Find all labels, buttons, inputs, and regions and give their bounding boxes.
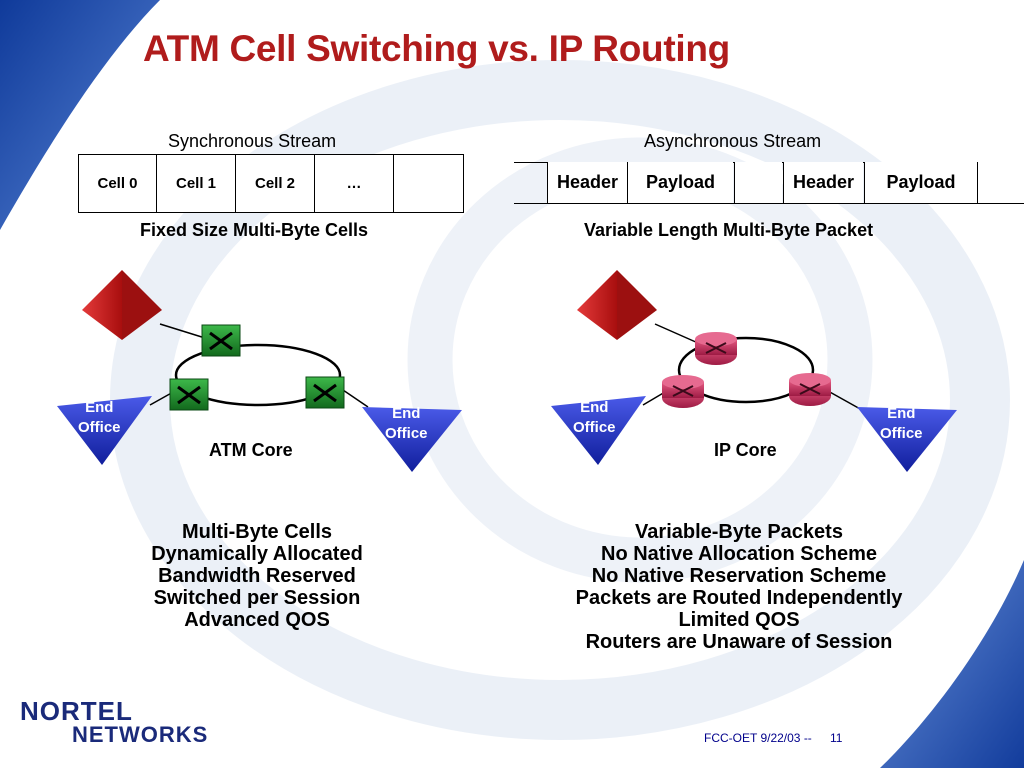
end-office-label: End Office: [573, 398, 616, 438]
atm-switch-icon: [201, 324, 241, 357]
packet-payload-2: Payload: [865, 162, 977, 203]
packet-divider: [627, 162, 628, 203]
atm-core-label: ATM Core: [209, 440, 293, 460]
packet-gap: [735, 162, 782, 203]
list-item: Variable-Byte Packets: [635, 521, 843, 543]
list-item: Routers are Unaware of Session: [585, 631, 893, 653]
list-item: Limited QOS: [678, 609, 800, 631]
cell-ellipsis: …: [315, 155, 394, 212]
atm-features-list: Multi-Byte Cells Dynamically Allocated B…: [107, 521, 407, 631]
end-office-icon: [362, 407, 462, 472]
cell-0: Cell 0: [79, 155, 157, 212]
list-item: Switched per Session: [153, 587, 361, 609]
network-diagrams: [57, 270, 957, 472]
atm-switch-icon: [305, 376, 345, 409]
cell-1: Cell 1: [157, 155, 236, 212]
atm-diagram: [57, 270, 462, 472]
end-office-label-line1: End: [392, 405, 421, 422]
end-office-label-line2: Office: [573, 419, 616, 436]
list-item: Dynamically Allocated: [151, 543, 363, 565]
list-item: No Native Reservation Scheme: [591, 565, 887, 587]
packet-divider: [864, 162, 865, 203]
list-item: Packets are Routed Independently: [575, 587, 903, 609]
ip-router-icon: [695, 332, 737, 365]
end-office-icon: [857, 407, 957, 472]
atm-switch-icon: [169, 378, 209, 411]
ip-router-icon: [662, 375, 704, 408]
ip-core-label: IP Core: [714, 440, 777, 460]
cell-2: Cell 2: [236, 155, 315, 212]
end-office-label: End Office: [880, 404, 923, 444]
ip-ring: [677, 336, 815, 404]
end-office-label-line2: Office: [385, 425, 428, 442]
packet-divider: [783, 162, 784, 203]
slide-title: ATM Cell Switching vs. IP Routing: [143, 28, 730, 69]
packet-payload-1: Payload: [628, 162, 733, 203]
end-office-icon: [57, 396, 152, 465]
atm-ring: [174, 343, 342, 407]
variable-length-caption: Variable Length Multi-Byte Packet: [584, 220, 874, 240]
nortel-logo-line1: NORTEL: [20, 696, 133, 726]
packet-tail: [978, 162, 1024, 203]
end-office-label-line1: End: [887, 405, 916, 422]
nortel-logo-line2: NETWORKS: [72, 722, 209, 747]
asynchronous-stream-label: Asynchronous Stream: [644, 131, 822, 151]
server-pyramid-icon: [577, 270, 657, 340]
ip-router-icon: [789, 373, 831, 406]
list-item: Multi-Byte Cells: [181, 521, 333, 543]
end-office-label-line1: End: [85, 399, 114, 416]
end-office-label-line1: End: [580, 399, 609, 416]
list-item: No Native Allocation Scheme: [601, 543, 877, 565]
cell-stream: Cell 0 Cell 1 Cell 2 …: [78, 154, 464, 213]
cell-empty: [394, 155, 463, 212]
server-pyramid-icon: [82, 270, 162, 340]
end-office-label-line2: Office: [880, 425, 923, 442]
ip-diagram: [551, 270, 957, 472]
packet-divider: [734, 162, 735, 203]
packet-divider: [547, 162, 548, 203]
end-office-icon: [551, 396, 646, 465]
end-office-label: End Office: [78, 398, 121, 438]
list-item: Advanced QOS: [184, 609, 330, 631]
end-office-label: End Office: [385, 404, 428, 444]
list-item: Bandwidth Reserved: [158, 565, 356, 587]
end-office-label-line2: Office: [78, 419, 121, 436]
fixed-size-caption: Fixed Size Multi-Byte Cells: [140, 220, 369, 240]
synchronous-stream-label: Synchronous Stream: [168, 131, 337, 151]
packet-header-1: Header: [548, 162, 627, 203]
footer-text: FCC-OET 9/22/03 --: [704, 731, 812, 745]
ip-features-list: Variable-Byte Packets No Native Allocati…: [539, 521, 939, 653]
packet-divider: [977, 162, 978, 203]
packet-stream-bottom-line: [514, 203, 1024, 204]
packet-header-2: Header: [784, 162, 863, 203]
page-number: 11: [830, 731, 843, 745]
